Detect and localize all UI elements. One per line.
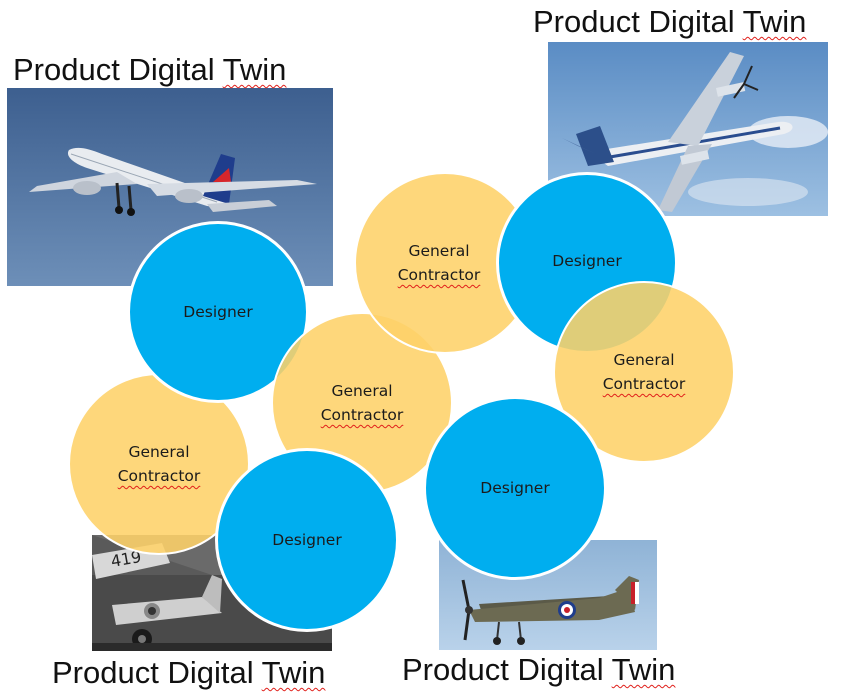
title-top-left: Product Digital Twin	[13, 52, 287, 87]
title-misspelled-word: Twin	[742, 4, 807, 39]
title-misspelled-word: Twin	[611, 652, 676, 687]
title-misspelled-word: Twin	[222, 52, 287, 87]
designer-node-bottom-right: Designer	[423, 396, 607, 580]
designer-node-bottom-left: Designer	[215, 448, 399, 632]
title-bottom-right: Product Digital Twin	[402, 652, 676, 687]
title-bottom-left: Product Digital Twin	[52, 655, 326, 690]
title-misspelled-word: Twin	[261, 655, 326, 690]
title-top-right: Product Digital Twin	[533, 4, 807, 39]
